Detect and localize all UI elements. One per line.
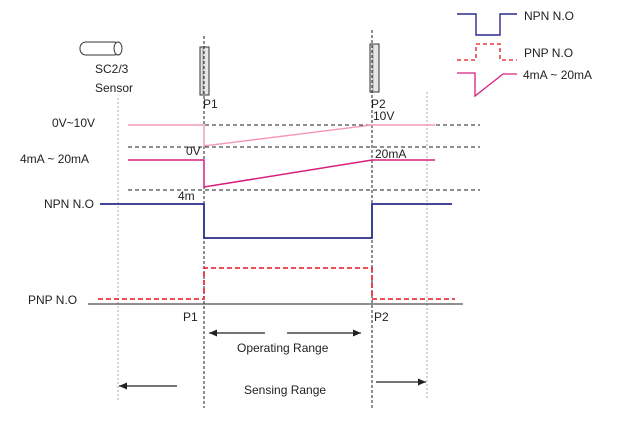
npn-signal [100, 203, 452, 239]
legend-current-label: 4mA ~ 20mA [523, 68, 592, 82]
point-p2-label: P2 [374, 310, 389, 324]
legend-pnp-label: PNP N.O [524, 46, 573, 60]
operating-range-arrows [209, 329, 361, 337]
sensing-range-arrows [119, 378, 426, 390]
voltage-signal [128, 124, 435, 147]
value-v-min: 0V [186, 144, 201, 158]
legend-npn-label: NPN N.O [524, 9, 574, 23]
point-p1-label: P1 [183, 310, 198, 324]
legend: NPN N.O PNP N.O 4mA ~ 20mA [457, 9, 592, 98]
row-label-voltage: 0V~10V [52, 116, 95, 130]
pnp-signal [98, 267, 455, 300]
value-i-min: 4m [178, 189, 195, 203]
sensor-icon [79, 41, 123, 56]
row-label-npn: NPN N.O [44, 197, 94, 211]
row-label-pnp: PNP N.O [28, 293, 77, 307]
row-label-current: 4mA ~ 20mA [20, 152, 89, 166]
value-i-max: 20mA [375, 147, 406, 161]
probe-p2-label: P2 [371, 97, 386, 111]
operating-range-label: Operating Range [237, 341, 329, 355]
probe-p2-icon [369, 43, 380, 93]
current-signal [128, 159, 435, 188]
sensing-range-label: Sensing Range [244, 383, 326, 397]
probe-p1-label: P1 [203, 97, 218, 111]
legend-pnp-symbol [457, 43, 517, 61]
legend-current-symbol [457, 72, 517, 98]
legend-npn-symbol [457, 13, 517, 36]
sensor-model-label: SC2/3 [95, 62, 129, 76]
value-v-max: 10V [373, 109, 394, 123]
sensor-label: Sensor [95, 81, 133, 95]
